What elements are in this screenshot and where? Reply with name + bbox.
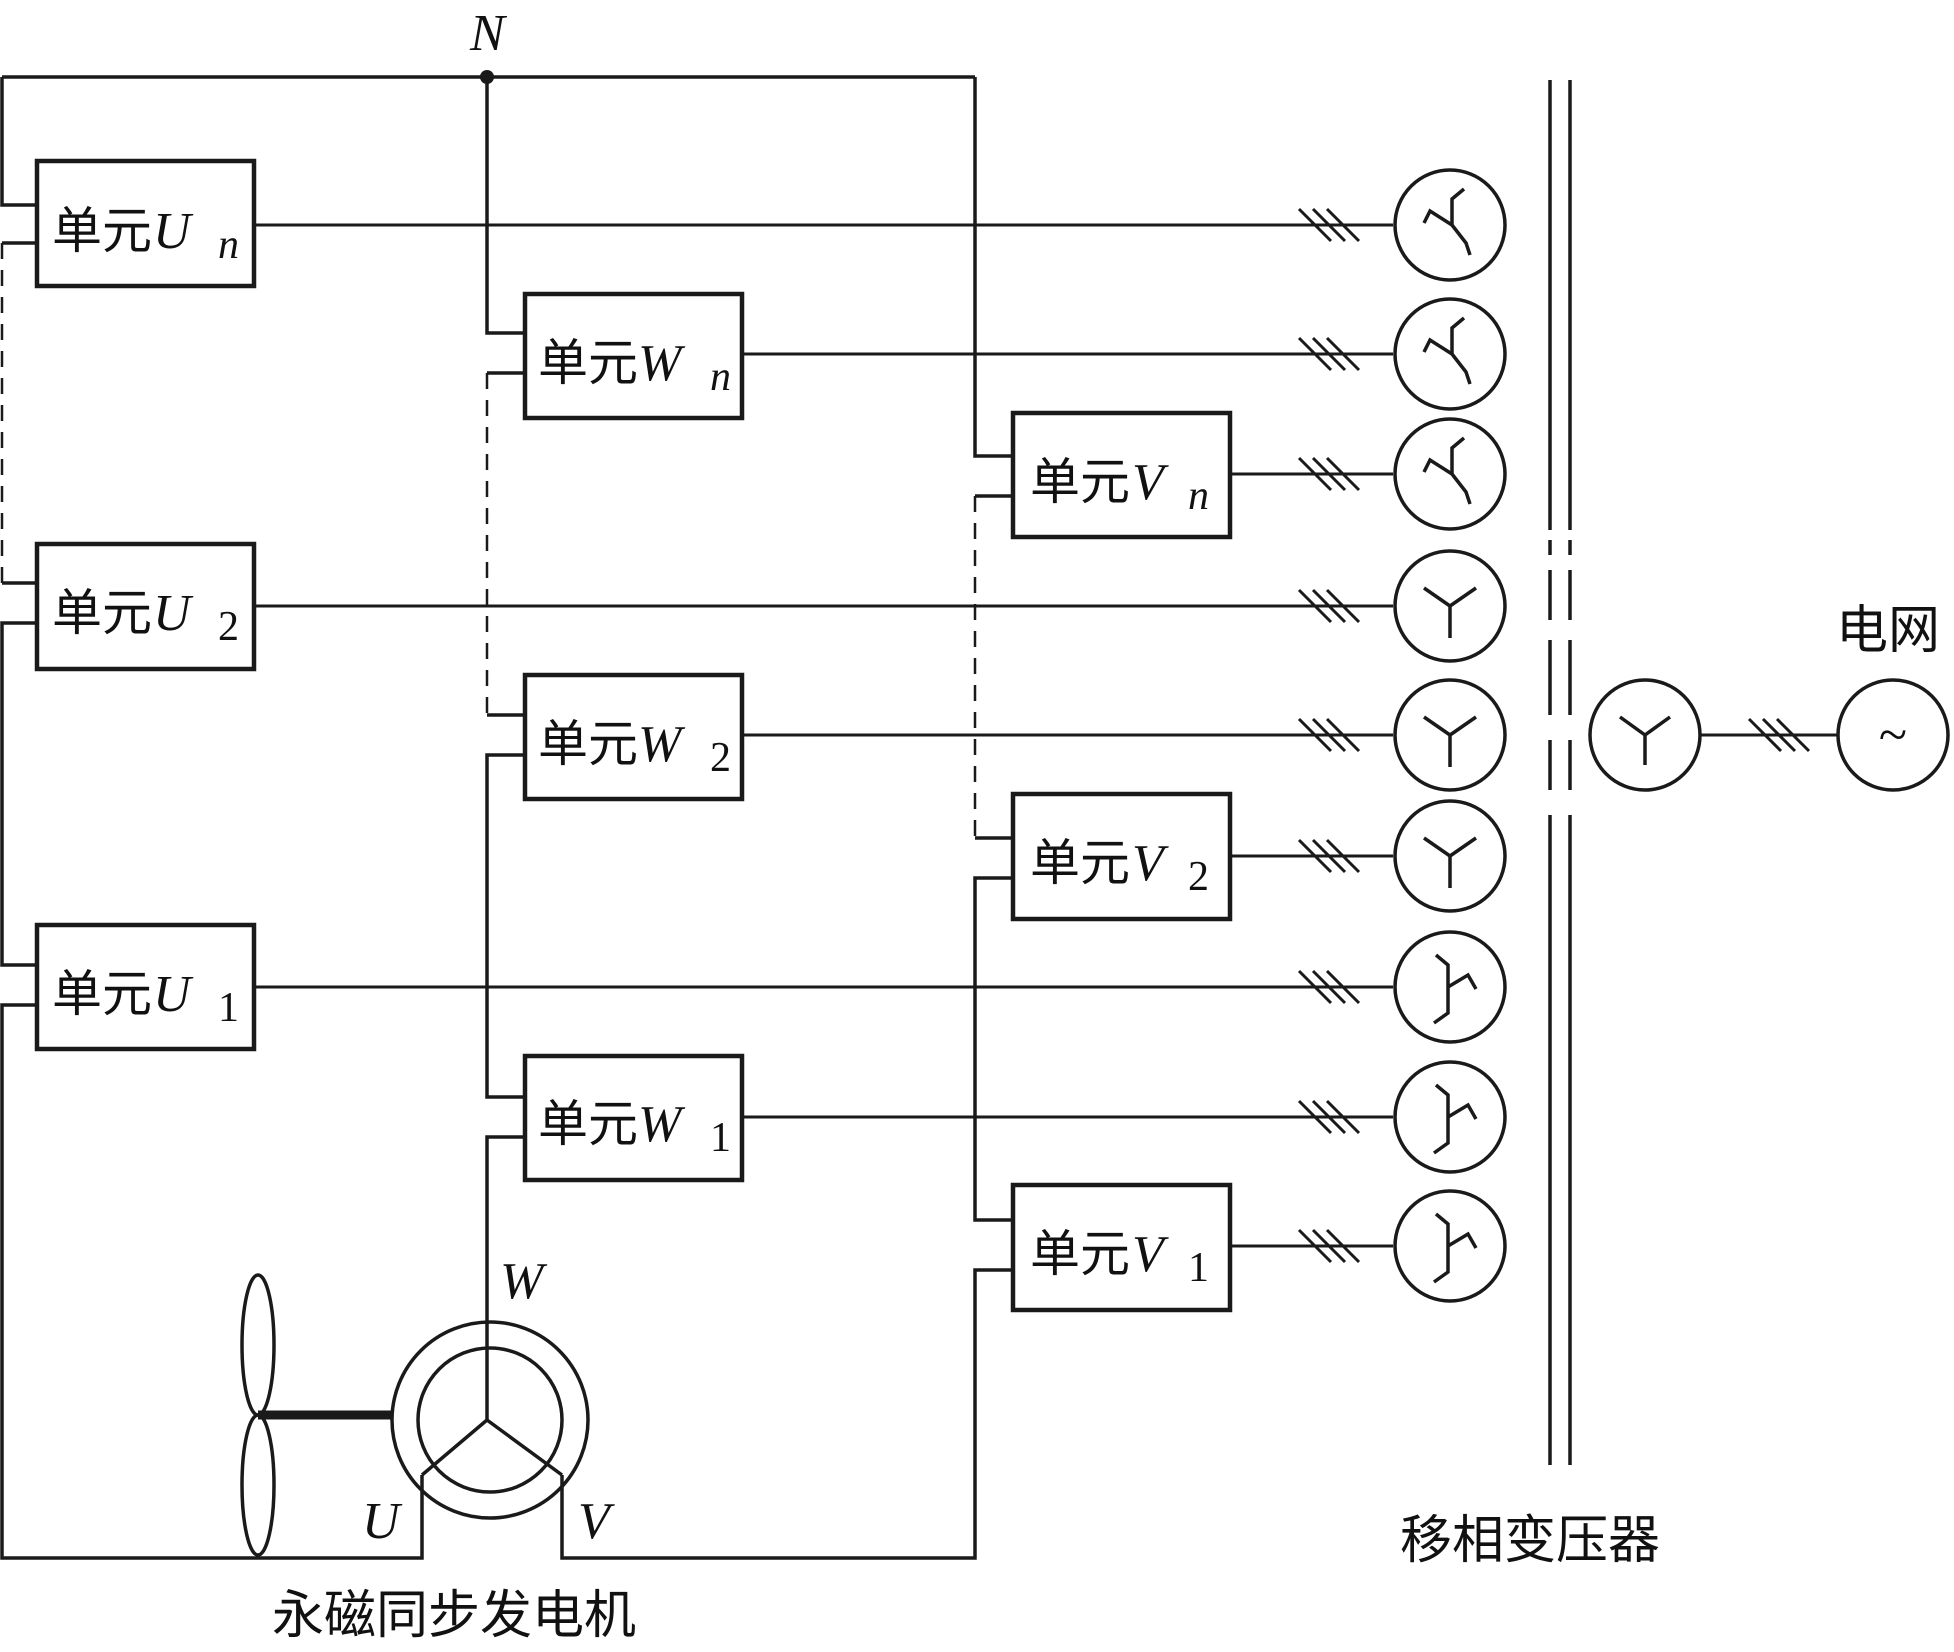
grid-symbol: ~ (1879, 707, 1907, 764)
neutral-node-icon (480, 70, 494, 84)
unit-w-n-box[interactable]: 单元 W n (522, 291, 745, 421)
wye-phase-shift-negative-icon (1393, 1189, 1507, 1303)
unit-w-1-sub: 1 (710, 1115, 731, 1161)
three-phase-slash (1297, 588, 1333, 624)
unit-w-1-prefix: 单元 (538, 1095, 638, 1153)
unit-v-2-prefix: 单元 (1030, 834, 1130, 892)
unit-v-n-phase: V (1132, 454, 1169, 511)
unit-u-1-phase: U (153, 966, 194, 1023)
three-phase-slash (1297, 969, 1333, 1005)
unit-u-1-prefix: 单元 (52, 965, 152, 1023)
unit-v-1-phase: V (1132, 1226, 1169, 1283)
three-phase-slash (1297, 838, 1333, 874)
unit-w-1-phase: W (638, 1096, 686, 1153)
unit-w-n-phase: W (638, 335, 686, 392)
unit-v-1-prefix: 单元 (1030, 1225, 1130, 1283)
three-phase-slash (1325, 1099, 1361, 1135)
three-phase-slash (1311, 207, 1347, 243)
unit-v-n-prefix: 单元 (1030, 453, 1130, 511)
unit-u-2-prefix: 单元 (52, 584, 152, 642)
unit-w-n-sub: n (710, 354, 731, 400)
unit-u-n-phase: U (153, 203, 194, 260)
wye-icon (1393, 799, 1507, 913)
three-phase-slash (1325, 588, 1361, 624)
neutral-label: N (469, 5, 508, 62)
three-phase-slash (1325, 1228, 1361, 1264)
three-phase-slash (1311, 1099, 1347, 1135)
wye-phase-shift-negative-icon (1393, 930, 1507, 1044)
three-phase-slash (1311, 969, 1347, 1005)
three-phase-slash (1311, 1228, 1347, 1264)
wind-turbine-icon (240, 1273, 392, 1557)
unit-v-1-sub: 1 (1188, 1245, 1209, 1291)
three-phase-slash (1297, 336, 1333, 372)
unit-u-n-box[interactable]: 单元 U n (34, 158, 257, 289)
three-phase-slash (1311, 717, 1347, 753)
three-phase-slash (1325, 207, 1361, 243)
unit-w-2-sub: 2 (710, 735, 731, 781)
generator-caption: 永磁同步发电机 (272, 1586, 636, 1646)
three-phase-slash (1297, 1228, 1333, 1264)
wiring (0, 75, 1393, 1560)
wye-phase-shift-positive-icon (1393, 417, 1507, 531)
transformer-core-icon (1548, 80, 1572, 1465)
unit-u-2-sub: 2 (218, 604, 239, 650)
wye-icon (1393, 678, 1507, 792)
unit-v-2-sub: 2 (1188, 854, 1209, 900)
unit-u-1-sub: 1 (218, 985, 239, 1031)
unit-v-1-box[interactable]: 单元 V 1 (1010, 1182, 1233, 1313)
transformer-caption: 移相变压器 (1400, 1511, 1660, 1571)
unit-v-n-box[interactable]: 单元 V n (1010, 410, 1233, 540)
three-phase-slash (1325, 456, 1361, 492)
secondary-windings (1393, 168, 1507, 1303)
unit-v-2-phase: V (1132, 835, 1169, 892)
three-phase-slash (1297, 207, 1333, 243)
unit-w-2-prefix: 单元 (538, 715, 638, 773)
three-phase-slash (1311, 588, 1347, 624)
three-phase-slash (1297, 456, 1333, 492)
unit-w-n-prefix: 单元 (538, 334, 638, 392)
unit-v-2-box[interactable]: 单元 V 2 (1010, 791, 1233, 922)
unit-w-2-phase: W (638, 716, 686, 773)
unit-v-n-sub: n (1188, 473, 1209, 519)
unit-u-n-sub: n (218, 222, 239, 268)
three-phase-slash (1311, 838, 1347, 874)
unit-u-2-phase: U (153, 585, 194, 642)
unit-u-n-prefix: 单元 (52, 202, 152, 260)
primary-winding-icon (1588, 678, 1702, 792)
three-phase-slash (1325, 969, 1361, 1005)
wye-phase-shift-negative-icon (1393, 1060, 1507, 1174)
three-phase-slash (1297, 717, 1333, 753)
three-phase-slash (1297, 1099, 1333, 1135)
three-phase-slash (1325, 336, 1361, 372)
wye-phase-shift-positive-icon (1393, 297, 1507, 411)
unit-u-2-box[interactable]: 单元 U 2 (34, 541, 257, 672)
grid-source-icon: ~ (1836, 678, 1950, 792)
phase-v-label: V (578, 1493, 615, 1550)
three-phase-slash (1325, 717, 1361, 753)
three-phase-slash (1311, 336, 1347, 372)
generator-icon (390, 1320, 590, 1520)
three-phase-marks (1297, 207, 1811, 1264)
unit-w-2-box[interactable]: 单元 W 2 (522, 672, 745, 802)
wye-icon (1393, 549, 1507, 663)
phase-u-label: U (362, 1493, 403, 1550)
phase-w-label: W (500, 1253, 548, 1310)
unit-u-1-box[interactable]: 单元 U 1 (34, 922, 257, 1052)
grid-label: 电网 (1836, 601, 1940, 661)
three-phase-slash (1311, 456, 1347, 492)
unit-w-1-box[interactable]: 单元 W 1 (522, 1053, 745, 1183)
wye-phase-shift-positive-icon (1393, 168, 1507, 282)
three-phase-slash (1325, 838, 1361, 874)
